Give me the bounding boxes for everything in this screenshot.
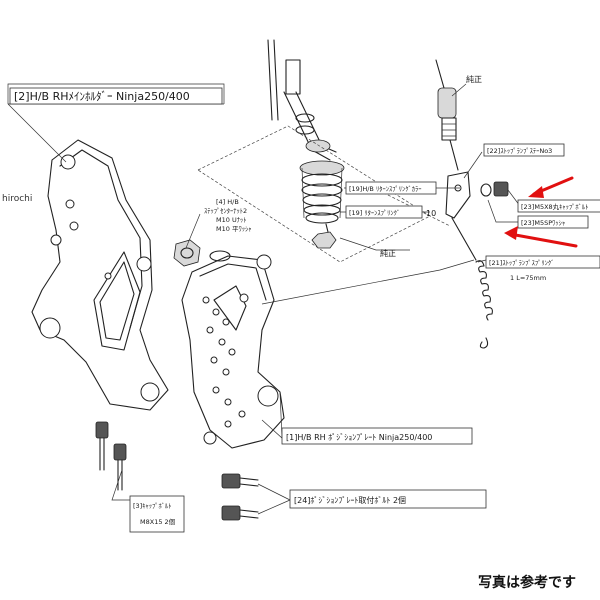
return-spring-stack (299, 160, 345, 249)
plate-bolt-label-box (289, 489, 487, 509)
position-plate-label-box (281, 427, 473, 445)
stop-lamp-stay-label: [22]ｽﾄｯﾌﾟﾗﾝﾌﾟｽﾃｰNo3 (487, 147, 552, 155)
assembly-dashed-box (197, 125, 431, 263)
num-10-label: 10 (426, 209, 436, 218)
cap-bolt-m8-label-1: [3]ｷｬｯﾌﾟﾎﾞﾙﾄ (133, 502, 171, 510)
main-holder-bracket (31, 139, 169, 411)
return-spring-label: [19] ﾘﾀｰﾝｽﾌﾟﾘﾝｸﾞ (349, 209, 400, 217)
spring-label-1: [21]ｽﾄｯﾌﾟﾗﾝﾌﾟｽﾌﾟﾘﾝｸﾞ (489, 259, 554, 267)
genuine-bottom-label: 純正 (380, 248, 396, 258)
cap-bolts-m8 (95, 421, 127, 491)
stop-lamp-stay (445, 171, 509, 219)
stop-lamp-stay-label-box (483, 143, 565, 157)
washer-m5-label: [23]M5SPﾜｯｼｬ (521, 219, 565, 227)
genuine-top-label: 純正 (466, 74, 482, 84)
return-spring-collar-label: [19]H/B ﾘﾀｰﾝｽﾌﾟﾘﾝｸﾞｶﾗｰ (349, 185, 421, 193)
main-holder-label: [2]H/B RHﾒｲﾝﾎﾙﾀﾞｰ Ninja250/400 (14, 90, 190, 103)
leader-lines (7, 83, 521, 515)
position-plate (181, 254, 285, 449)
return-spring-label-box (345, 205, 423, 219)
plate-bolt-label: [24]ﾎﾟｼﾞｼｮﾝﾌﾟﾚｰﾄ取付ﾎﾞﾙﾄ 2個 (294, 495, 406, 505)
reference-caption: 写真は参考です (478, 575, 576, 591)
brake-rod-assembly (267, 39, 337, 161)
spring-label-box (485, 255, 600, 269)
red-arrow-lower (504, 226, 578, 248)
center-nut-label-3: M10 Uﾅｯﾄ (216, 216, 246, 224)
main-holder-label-box (9, 87, 223, 105)
stop-lamp-spring (451, 217, 493, 349)
cap-bolt-m5-label: [23]M5X8丸ｷｬｯﾌﾟﾎﾞﾙﾄ (521, 202, 588, 211)
center-nut-label-1: [4] H/B (216, 198, 239, 206)
center-nut (173, 239, 231, 267)
washer-m5-label-box (517, 215, 589, 229)
cap-bolt-m5-label-box (517, 199, 600, 213)
center-nut-label-2: ｽﾃｯﾌﾟｾﾝﾀｰﾅｯﾄ2 (204, 207, 247, 215)
position-plate-label: [1]H/B RH ﾎﾟｼﾞｼｮﾝﾌﾟﾚｰﾄ Ninja250/400 (286, 433, 432, 442)
stop-lamp-switch (435, 59, 459, 171)
spring-label-2: 1 L=75mm (510, 274, 546, 282)
watermark-text: hirochi (2, 194, 33, 204)
red-arrow-upper (528, 176, 574, 198)
return-spring-collar-label-box (345, 181, 437, 195)
cap-bolt-m8-label-2: M8X15 2個 (140, 517, 176, 526)
cap-bolt-m8-label-box (129, 495, 185, 533)
plate-mounting-bolts (221, 473, 259, 521)
center-nut-label-4: M10 平ﾜｯｼｬ (216, 225, 251, 233)
